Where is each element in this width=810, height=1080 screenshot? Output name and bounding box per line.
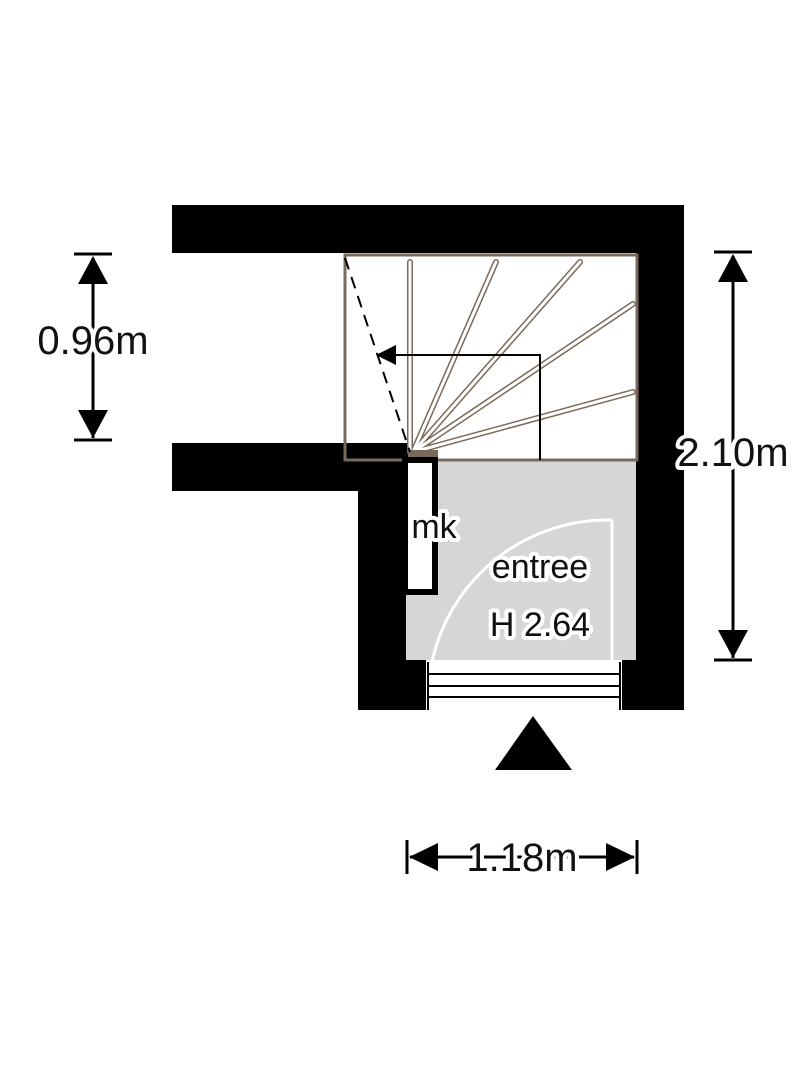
stair-direction-arrow-icon — [376, 345, 541, 460]
dimension-bottom — [405, 840, 639, 874]
dimension-right-label: 2.10m — [677, 431, 788, 475]
closet-label: mk — [411, 508, 457, 546]
dimension-left — [74, 252, 112, 442]
dimension-left-label: 0.96m — [37, 319, 148, 363]
room-height-label: H 2.64 — [490, 606, 590, 644]
room-name-label: entree — [492, 548, 588, 586]
dimension-bottom-label: 1.18m — [466, 836, 577, 880]
meter-cupboard — [402, 457, 438, 595]
dimension-right — [714, 250, 752, 662]
walls — [172, 205, 684, 710]
door-threshold — [426, 662, 622, 710]
door-swing-arc — [430, 518, 613, 663]
entrance-arrow-icon — [495, 716, 572, 770]
wall-top — [172, 205, 684, 253]
wall-bottom-right — [622, 660, 684, 710]
stair-frame — [343, 253, 639, 462]
wall-right — [636, 205, 684, 710]
staircase — [343, 253, 639, 462]
wall-bottom-left — [358, 660, 426, 710]
